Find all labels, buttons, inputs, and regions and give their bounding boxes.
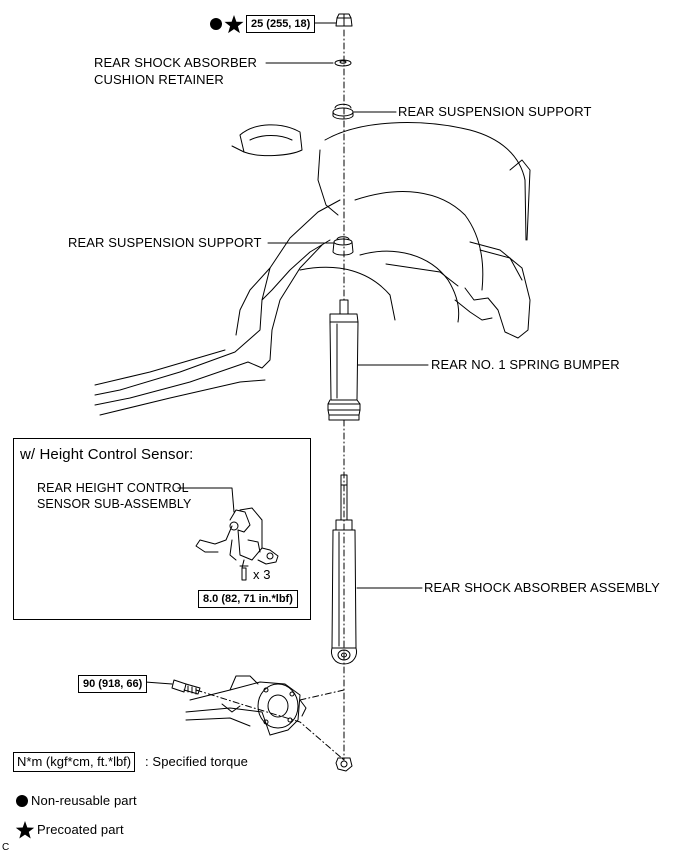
legend-precoated: Precoated part: [37, 822, 124, 837]
suspension-support-upper: [332, 103, 354, 120]
inset-torque-spec: 8.0 (82, 71 in.*lbf): [198, 590, 298, 608]
legend-non-reusable: Non-reusable part: [31, 793, 137, 808]
bottom-nut: [335, 757, 353, 772]
lower-bolt: [171, 679, 201, 695]
non-reusable-dot-legend: [16, 795, 28, 807]
top-nut: [335, 13, 353, 27]
precoated-star-legend: [15, 821, 35, 839]
precoated-star-top: [224, 15, 244, 34]
label-suspension-support-upper: REAR SUSPENSION SUPPORT: [398, 104, 592, 119]
inset-quantity: x 3: [253, 567, 271, 582]
inset-part-label-line1: REAR HEIGHT CONTROL: [37, 481, 189, 495]
bolt-axis: [195, 689, 345, 761]
inset-part-label-line2: SENSOR SUB-ASSEMBLY: [37, 497, 192, 511]
figure-code: C: [2, 842, 10, 853]
legend-torque-desc: : Specified torque: [145, 754, 248, 769]
height-control-sensor-inset: [13, 438, 311, 620]
label-suspension-support-lower: REAR SUSPENSION SUPPORT: [68, 235, 262, 250]
torque-spec-top: 25 (255, 18): [246, 15, 316, 33]
rear-axle-knuckle: [185, 675, 307, 736]
spring-bumper: [327, 299, 361, 421]
legend-torque-unit: N*m (kgf*cm, ft.*lbf): [13, 752, 136, 772]
label-cushion-retainer-line1: REAR SHOCK ABSORBER: [94, 55, 257, 70]
shock-absorber: [331, 474, 357, 665]
torque-spec-bottom: 90 (918, 66): [78, 675, 148, 693]
label-shock-absorber: REAR SHOCK ABSORBER ASSEMBLY: [424, 580, 660, 595]
suspension-support-lower: [332, 236, 354, 256]
cushion-retainer: [334, 59, 352, 67]
label-spring-bumper: REAR NO. 1 SPRING BUMPER: [431, 357, 620, 372]
vehicle-body-outline: [94, 122, 531, 416]
inset-title: w/ Height Control Sensor:: [20, 446, 194, 463]
height-control-sensor-drawing: [177, 487, 279, 581]
label-cushion-retainer-line2: CUSHION RETAINER: [94, 72, 224, 87]
non-reusable-dot-top: [210, 18, 222, 30]
